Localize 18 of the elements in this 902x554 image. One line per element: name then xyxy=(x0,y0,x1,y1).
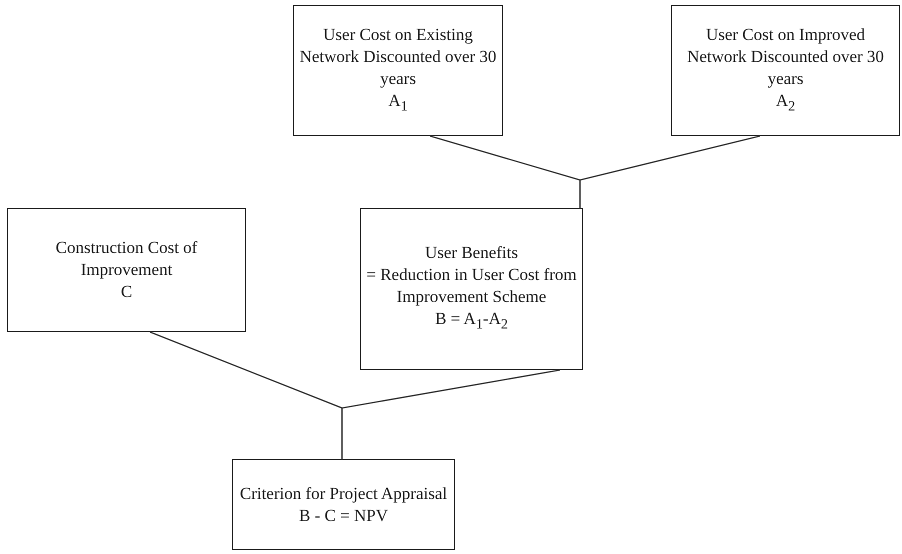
box-text: A$_{1}$ xyxy=(388,90,408,116)
connector-line xyxy=(579,135,760,208)
process-box xyxy=(360,208,583,370)
process-box xyxy=(7,208,246,332)
box-text: B = A$_{1}$-A$_{2}$ xyxy=(435,308,508,335)
connector-line xyxy=(341,369,560,459)
box-text: User Cost on Improved Network Discounted over 30 years xyxy=(686,24,885,90)
process-box xyxy=(293,5,503,136)
box-text: A$_{2}$ xyxy=(776,90,796,116)
box-text: Construction Cost of Improvement xyxy=(54,237,198,281)
box-text: User Cost on Existing Network Discounted over 30 years xyxy=(298,24,498,90)
box-text: C xyxy=(120,281,132,303)
box-text: Criterion for Project Appraisal xyxy=(240,482,448,504)
process-box xyxy=(671,5,900,136)
box-text: User Benefits xyxy=(424,242,518,264)
box-text: B - C = NPV xyxy=(299,504,388,526)
process-box xyxy=(232,459,455,550)
box-text: = Reduction in User Cost from Improvement Scheme xyxy=(365,264,578,308)
